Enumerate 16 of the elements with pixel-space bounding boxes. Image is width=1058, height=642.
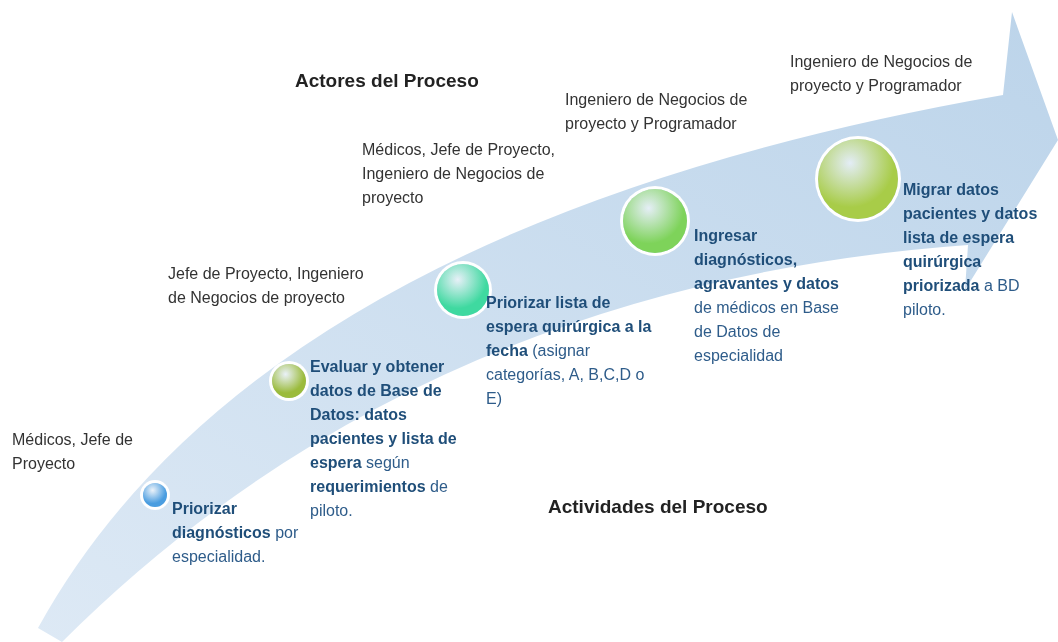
activity-text: Priorizar diagnósticos por especialidad.	[172, 499, 300, 567]
step-circle	[272, 364, 306, 398]
actor-text: Médicos, Jefe de Proyecto	[12, 430, 134, 474]
actor-text: Médicos, Jefe de Proyecto, Ingeniero de Negocios de proyecto	[362, 140, 556, 208]
step-circle	[623, 189, 687, 253]
actor-text: Ingeniero de Negocios de proyecto y Programador	[565, 90, 749, 134]
activity-text: Evaluar y obtener datos de Base de Datos: datos pacientes y lista de espera según requerimientos de piloto.	[310, 357, 458, 521]
actor-text: Ingeniero de Negocios de proyecto y Programador	[790, 52, 974, 96]
activity-text: Priorizar lista de espera quirúrgica a la fecha (asignar categorías, A, B,C,D o E)	[486, 293, 653, 409]
actor-text: Jefe de Proyecto, Ingeniero de Negocios de proyecto	[168, 264, 365, 308]
activity-text: Migrar datos pacientes y datos lista de espera quirúrgica priorizada a BD piloto.	[903, 180, 1039, 320]
section-heading: Actores del Proceso	[295, 70, 479, 92]
activity-text: Ingresar diagnósticos, agravantes y datos de médicos en Base de Datos de especialidad	[694, 226, 840, 366]
step-circle	[143, 483, 167, 507]
section-heading: Actividades del Proceso	[548, 496, 768, 518]
step-circle	[437, 264, 489, 316]
